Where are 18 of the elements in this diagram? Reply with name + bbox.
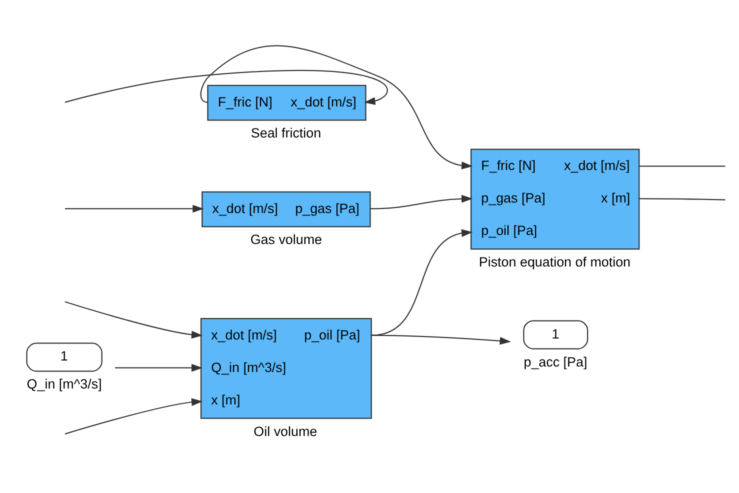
node-box: 1 [523,320,588,349]
arrow [64,398,203,434]
arrow [64,204,204,212]
arrow [370,194,473,209]
connector [639,198,726,200]
connector [639,165,726,166]
arrow [64,70,388,104]
arrow [64,300,203,338]
node-label: p_acc [Pa] [524,354,588,369]
arrow [115,363,203,372]
arrow [371,334,512,344]
node-label: Piston equation of motion [478,254,631,270]
arrow [371,228,473,336]
node-box: 1 [26,342,102,372]
node-label: Seal friction [250,125,322,140]
node-label: Gas volume [250,232,322,247]
node-label: Oil volume [254,423,318,438]
node-label: Q_in [m^3/s] [26,376,102,392]
